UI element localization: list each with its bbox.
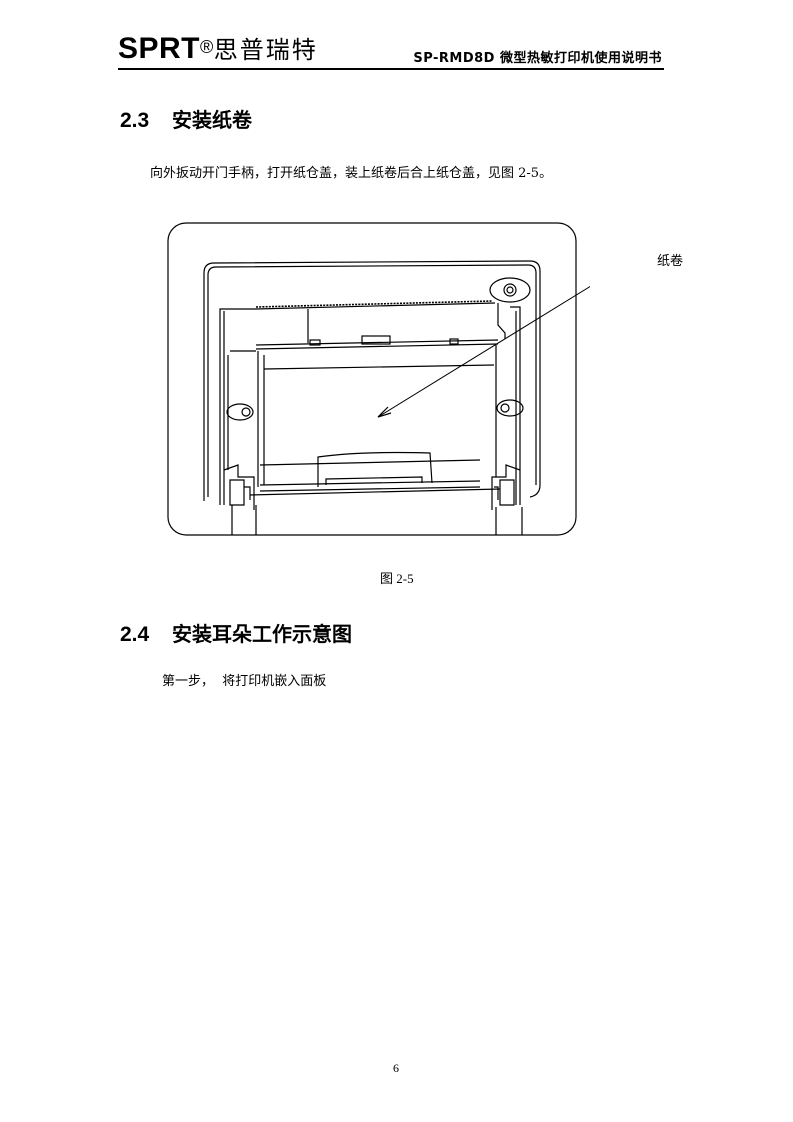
figure-caption: 图 2-5 [380,571,414,586]
callout-label-paper-roll: 纸卷 [657,254,684,269]
registered-mark: ® [200,37,214,57]
section-heading-2-4: 2.4 安装耳朵工作示意图 [120,618,352,647]
document-title: SP-RMD8D 微型热敏打印机使用说明书 [413,51,662,66]
brand-chinese: 思普瑞特 [213,36,318,64]
section-number: 2.4 [120,623,150,646]
figure-paper-roll-installation [160,215,639,545]
brand-latin: SPRT [118,32,201,65]
printer-drawing [167,222,639,536]
section-2-3-paragraph: 向外扳动开门手柄，打开纸仓盖，装上纸卷后合上纸仓盖，见图 2-5。 [150,166,553,181]
section-heading-2-3: 2.3 安装纸卷 [120,104,252,133]
section-number: 2.3 [120,109,150,132]
page-number: 6 [393,1061,399,1075]
brand-logo: SPRT®思普瑞特 [118,32,318,67]
page-header: SPRT®思普瑞特 SP-RMD8D 微型热敏打印机使用说明书 [118,30,664,70]
section-title: 安装纸卷 [172,108,252,132]
section-title: 安装耳朵工作示意图 [172,622,352,646]
section-2-4-paragraph: 第一步， 将打印机嵌入面板 [162,674,327,689]
